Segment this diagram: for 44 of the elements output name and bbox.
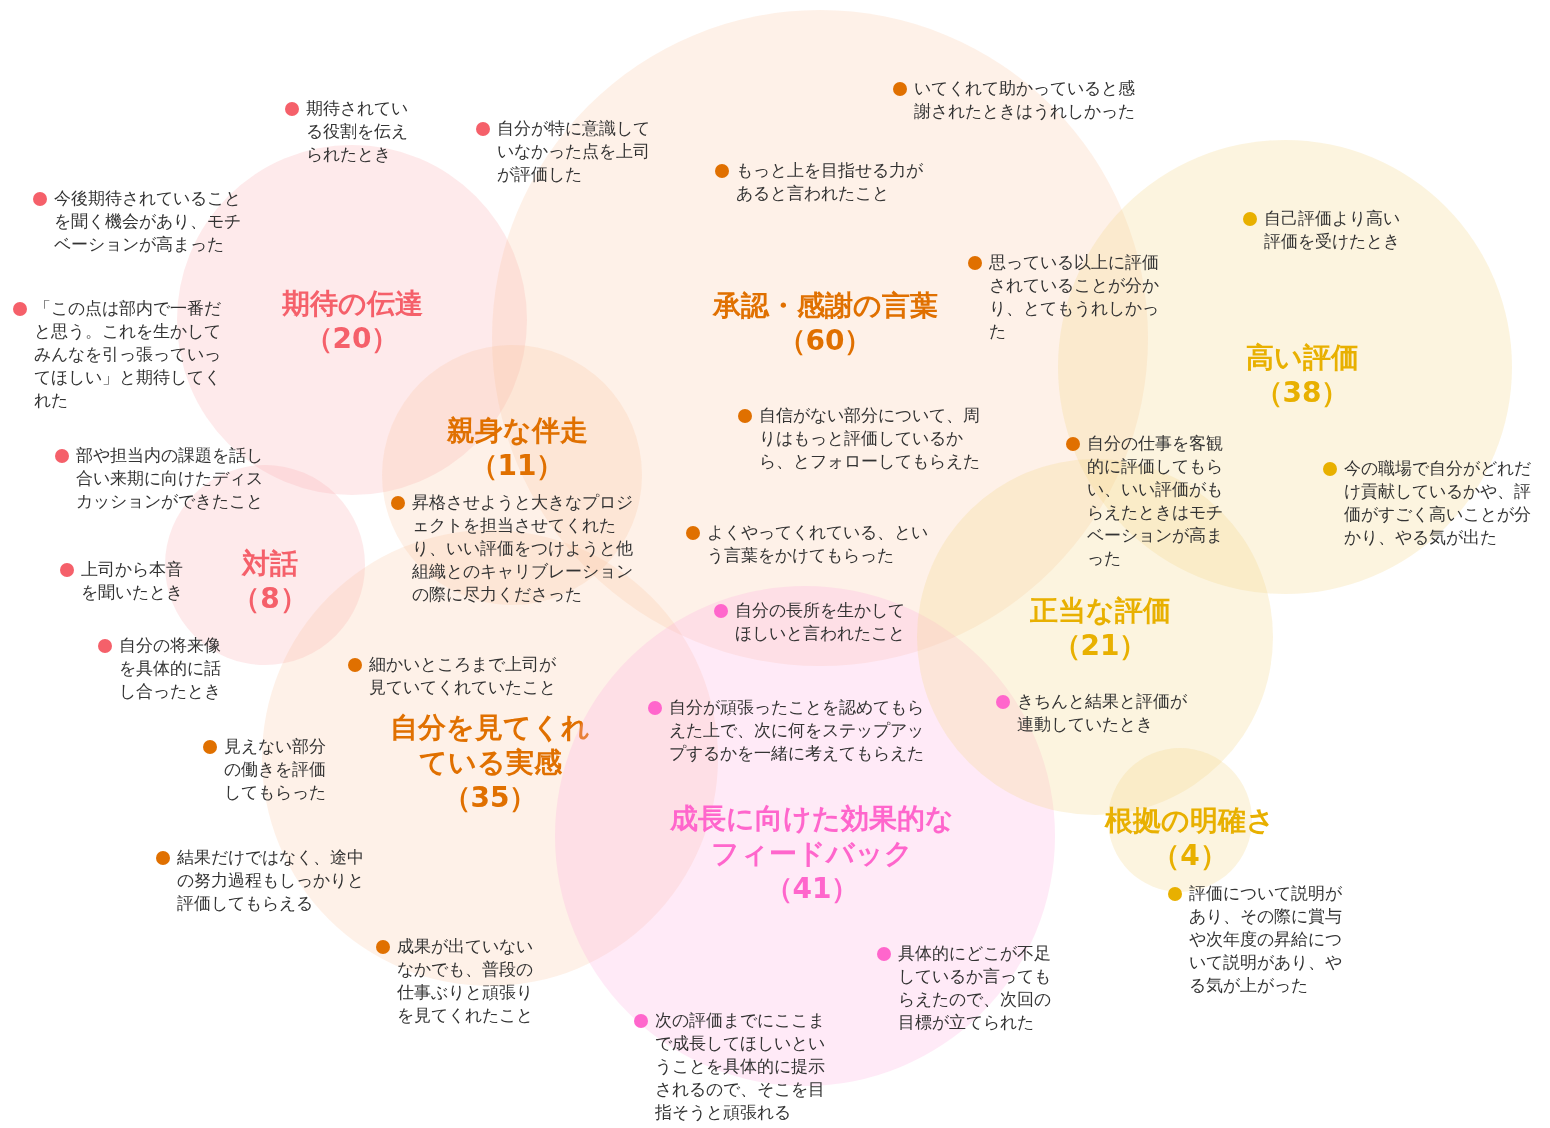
count-label: （11） [469,448,565,483]
count-label: （8） [232,581,308,616]
quote-text: 自分の将来像を具体的に話し合ったとき [119,634,222,703]
count-label: （35） [442,780,538,815]
quote-text: 昇格させようと大きなプロジェクトを担当させてくれたり、いい評価をつけようと他組織とのキャリブレーションの際に尽力くださった [412,491,634,606]
category-title: 自分を見てくれている実感 [389,710,591,780]
quote-text: 期待されている役割を伝えられたとき [306,97,409,166]
quote-text: 成果が出ていないなかでも、普段の仕事ぶりと頑張りを見てくれたこと [397,935,534,1027]
quote-text: 自分が特に意識していなかった点を上司が評価した [497,117,651,186]
count-label: （38） [1254,375,1350,410]
quote-text: 評価について説明があり、その際に賞与や次年度の昇給について説明があり、やる気が上がった [1189,882,1343,997]
category-title: 親身な伴走 [446,413,588,448]
category-title: 期待の伝達 [281,286,423,321]
category-title: 成長に向けた効果的なフィードバック [669,801,955,871]
quote-text: 自分の長所を生かしてほしいと言われたこと [735,599,906,645]
quote-text: 「この点は部内で一番だと思う。これを生かしてみんなを引っ張っていってほしい」と期待してくれた [34,297,222,412]
quote-text: 自信がない部分について、周りはもっと評価しているから、とフォローしてもらえた [759,404,981,473]
quote-text: 思っている以上に評価されていることが分かり、とてもうれしかった [989,251,1160,343]
category-title: 承認・感謝の言葉 [712,288,938,323]
quote-text: 結果だけではなく、途中の努力過程もしっかりと評価してもらえる [177,846,365,915]
count-label: （4） [1152,838,1228,873]
quote-text: もっと上を目指せる力があると言われたこと [736,159,924,205]
quote-text: よくやってくれている、という言葉をかけてもらった [707,521,929,567]
quote-text: 細かいところまで上司が見ていてくれていたこと [369,653,557,699]
category-title: 正当な評価 [1029,593,1171,628]
quote-text: 部や担当内の課題を話し合い来期に向けたディスカッションができたこと [76,444,264,513]
quote-text: 見えない部分の働きを評価してもらった [224,735,327,804]
count-label: （21） [1052,628,1148,663]
quote-text: 上司から本音を聞いたとき [81,558,184,604]
category-title: 高い評価 [1245,340,1359,375]
count-label: （41） [764,871,860,906]
quote-text: 自分の仕事を客観的に評価してもらい、いい評価がもらえたときはモチベーションが高まった [1087,432,1224,570]
count-label: （20） [304,321,400,356]
category-title: 根拠の明確さ [1105,803,1275,838]
quote-text: 具体的にどこが不足しているか言ってもらえたので、次回の目標が立てられた [898,942,1052,1034]
count-label: （60） [777,323,873,358]
quote-text: きちんと結果と評価が連動していたとき [1017,690,1188,736]
category-title: 対話 [242,546,298,581]
quote-text: いてくれて助かっていると感謝されたときはうれしかった [914,77,1136,123]
quote-text: 自己評価より高い評価を受けたとき [1264,207,1401,253]
quote-text: 次の評価までにここまで成長してほしいということを具体的に提示されるので、そこを目指そうと頑張れる [655,1009,826,1124]
quote-text: 自分が頑張ったことを認めてもらえた上で、次に何をステップアップするかを一緒に考えてもらえた [669,696,925,765]
quote-text: 今後期待されていることを聞く機会があり、モチベーションが高まった [54,187,242,256]
quote-text: 今の職場で自分がどれだけ貢献しているかや、評価がすごく高いことが分かり、やる気が出た [1344,457,1532,549]
